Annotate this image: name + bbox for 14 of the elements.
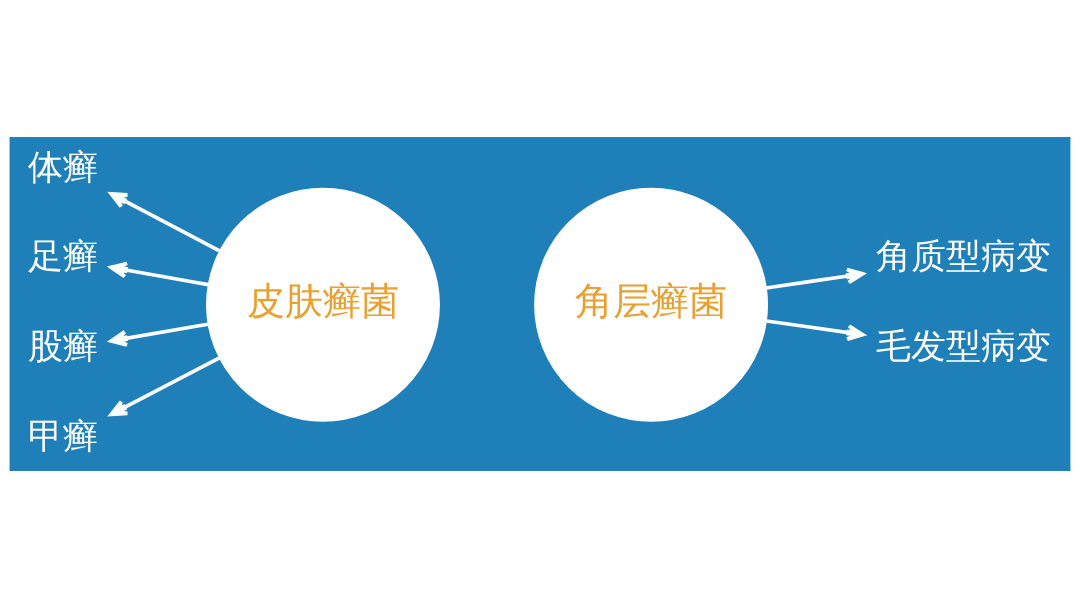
node-text: 体癣 xyxy=(28,145,99,187)
node-text: 毛发型病变 xyxy=(876,325,1052,366)
node-text: 甲癣 xyxy=(28,414,99,456)
node-text: 角质型病变 xyxy=(876,235,1052,277)
arrow xyxy=(765,267,865,290)
arrow xyxy=(109,261,209,287)
arrow xyxy=(109,322,209,347)
node-text: 股癣 xyxy=(28,325,99,366)
arrow xyxy=(109,356,221,417)
arrow xyxy=(109,192,221,253)
node-circle: 皮肤癣菌 xyxy=(206,187,440,422)
node-circle: 角层癣菌 xyxy=(534,187,769,422)
arrow xyxy=(766,319,865,341)
node-text: 足癣 xyxy=(28,235,99,277)
